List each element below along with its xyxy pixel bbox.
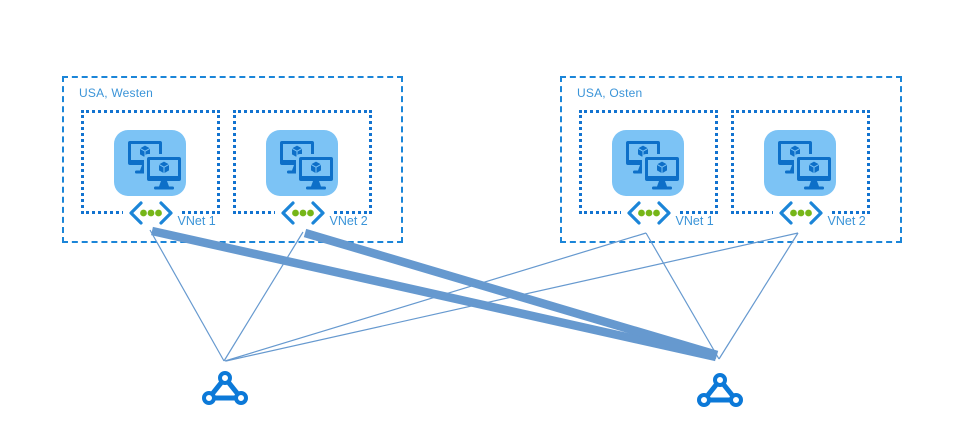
virtual-machines-icon xyxy=(266,130,338,196)
vnet-box: VNet 2 xyxy=(731,110,870,228)
hub-triangle-icon-east xyxy=(696,373,744,407)
connection-west-vnet-2-to-west-hub xyxy=(223,231,304,362)
vnet-label: VNet 2 xyxy=(827,214,866,228)
connection-east-vnet-2-to-east-hub xyxy=(718,232,799,360)
region-label: USA, Osten xyxy=(577,86,643,100)
connection-west-vnet-1-to-east-hub xyxy=(151,226,717,362)
connection-east-vnet-2-to-west-hub xyxy=(225,232,799,362)
vnet-label: VNet 2 xyxy=(329,214,368,228)
connection-east-vnet-1-to-west-hub xyxy=(224,232,647,362)
vnet-icon xyxy=(772,198,829,228)
hub-triangle-icon-west xyxy=(201,371,249,405)
connection-west-vnet-1-to-west-hub xyxy=(149,229,225,362)
vnet-label: VNet 1 xyxy=(177,214,216,228)
vnet-box: VNet 1 xyxy=(81,110,220,228)
vnet-icon xyxy=(620,198,677,228)
vnet-icon xyxy=(274,198,331,228)
region-box-west: USA, Westen VNet 1 VNet 2 xyxy=(62,76,403,243)
vnet-icon xyxy=(122,198,179,228)
virtual-machines-icon xyxy=(764,130,836,196)
region-box-east: USA, Osten VNet 1 VNet 2 xyxy=(560,76,902,243)
vnet-box: VNet 2 xyxy=(233,110,372,228)
region-label: USA, Westen xyxy=(79,86,154,100)
virtual-machines-icon xyxy=(612,130,684,196)
connection-west-vnet-2-to-east-hub xyxy=(303,228,719,360)
vnet-box: VNet 1 xyxy=(579,110,718,228)
virtual-machines-icon xyxy=(114,130,186,196)
vnet-label: VNet 1 xyxy=(675,214,714,228)
connection-east-vnet-1-to-east-hub xyxy=(645,232,720,360)
